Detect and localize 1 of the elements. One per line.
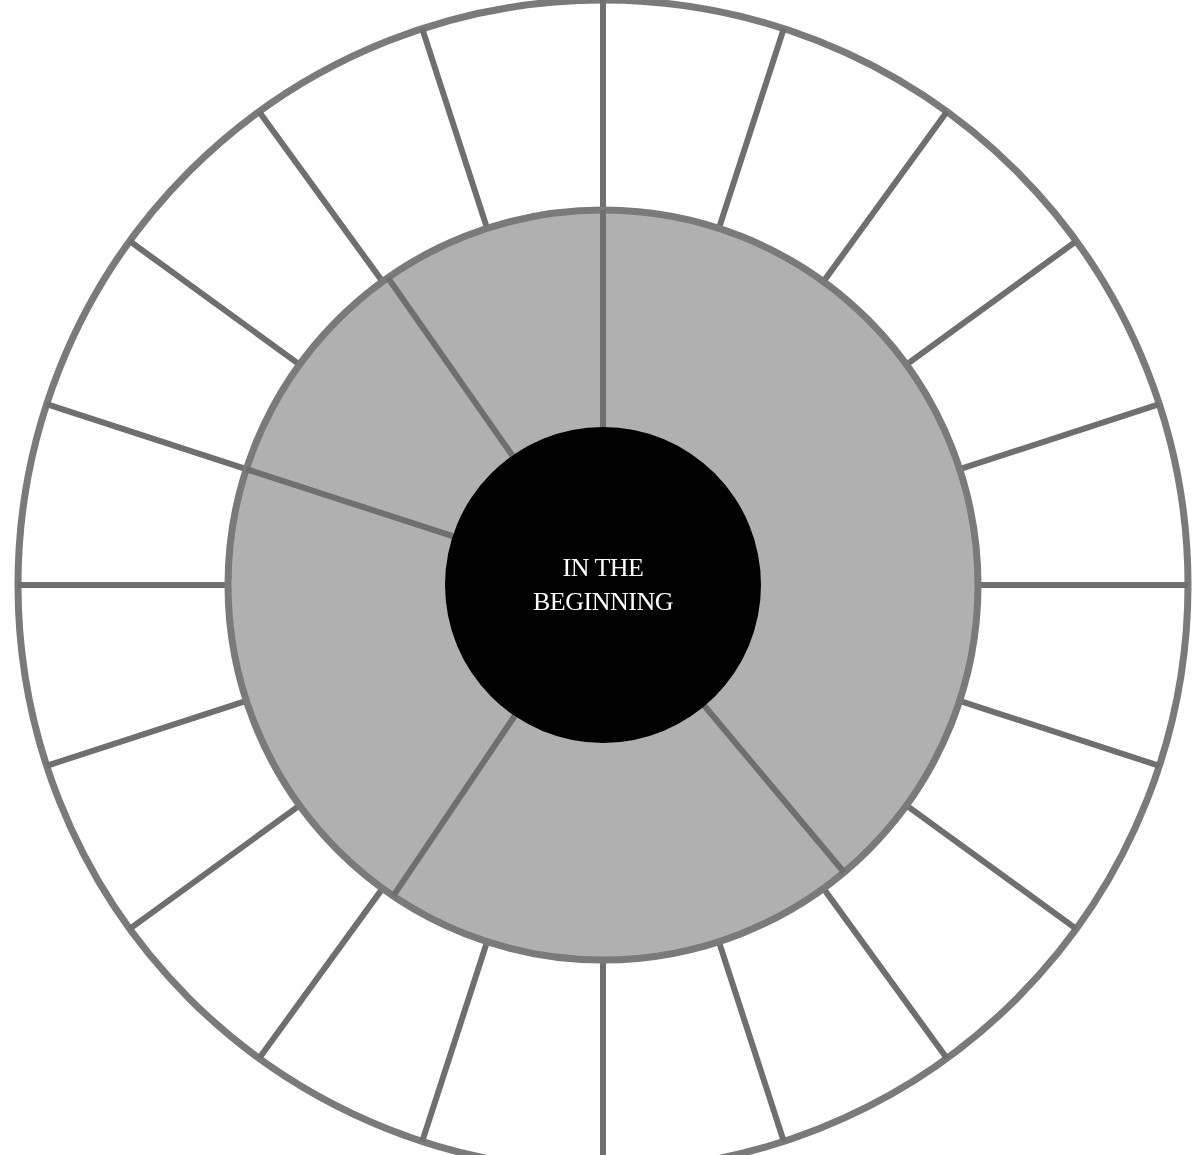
- center-text: IN THE BEGINNING: [533, 552, 673, 618]
